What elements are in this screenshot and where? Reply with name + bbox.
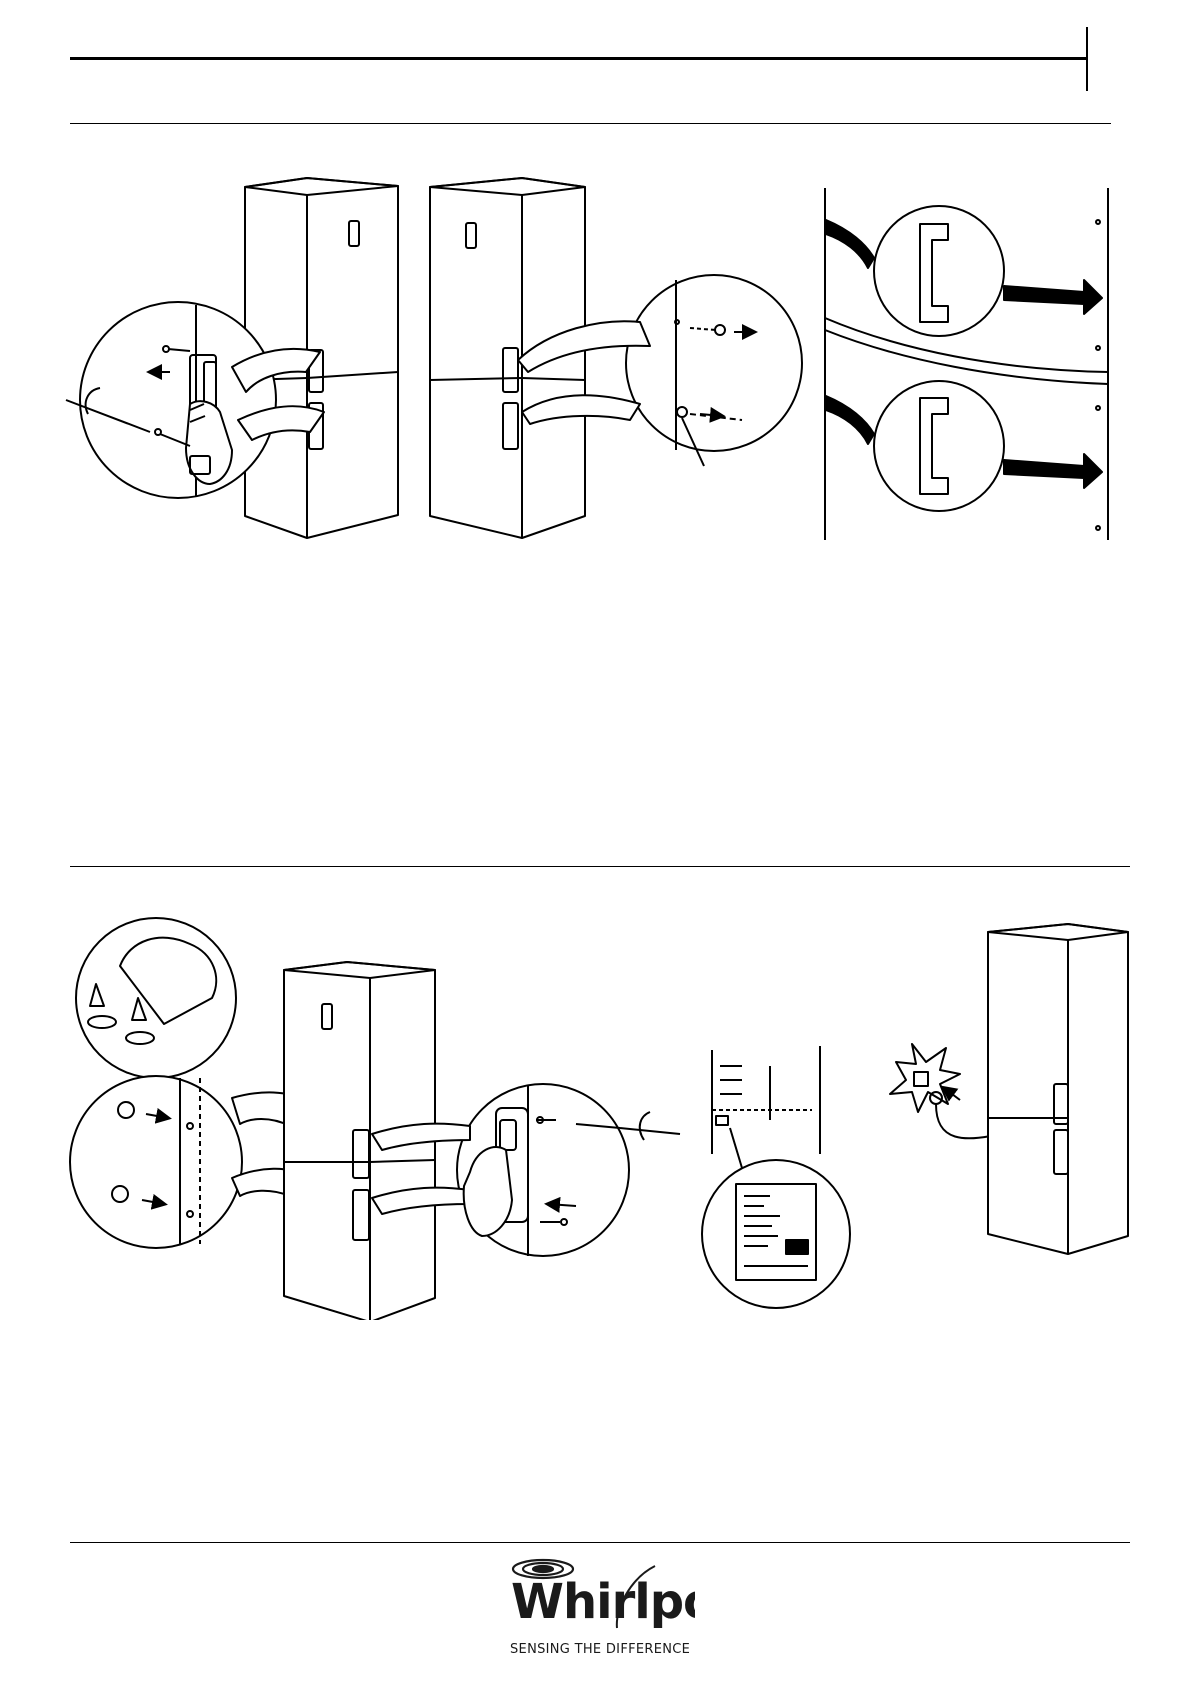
hole-plugs-bag [76, 918, 236, 1078]
hole-plugs-fitting [70, 1076, 306, 1248]
brand-name: Whirlpool [511, 1574, 695, 1630]
section-divider [70, 866, 1130, 867]
fridge-2 [430, 178, 585, 538]
brand-tagline: SENSING THE DIFFERENCE [510, 1642, 690, 1657]
footer-rule [70, 1542, 1130, 1543]
whirlpool-logo: Whirlpool [505, 1558, 695, 1640]
handle-reversal-illustration [0, 0, 1191, 560]
handle-refit-illustration [0, 880, 1191, 1320]
door-handle-transfer [825, 188, 1108, 540]
fridge-4 [988, 924, 1128, 1254]
rating-plate-location [702, 1046, 850, 1308]
